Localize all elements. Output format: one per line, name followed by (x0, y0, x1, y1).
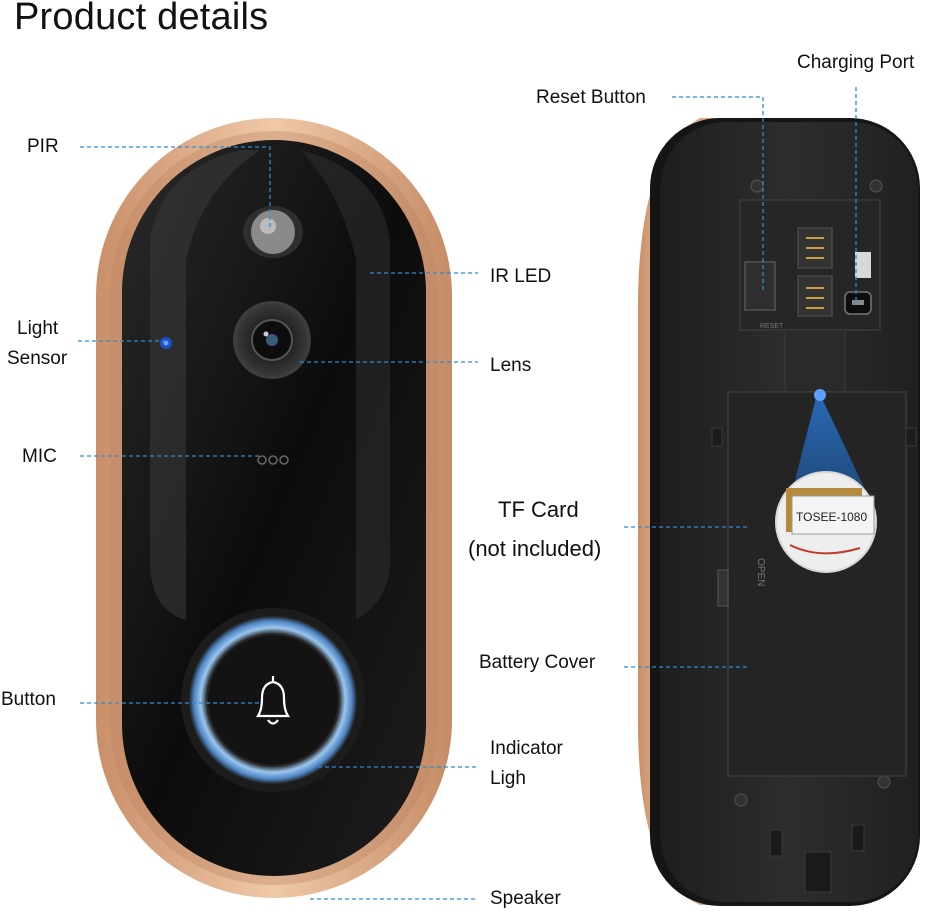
label-light-sensor-2: Sensor (7, 348, 67, 370)
label-charging-port: Charging Port (797, 52, 914, 74)
label-ir-led: IR LED (490, 266, 551, 288)
label-indicator-2: Ligh (490, 768, 526, 790)
label-indicator-1: Indicator (490, 738, 563, 760)
svg-text:TOSEE-1080: TOSEE-1080 (796, 510, 867, 524)
label-tf-card-2: (not included) (468, 530, 601, 568)
svg-text:OPEN: OPEN (755, 558, 766, 586)
back-doorbell: RESET OPEN TOSEE-1080 (638, 118, 920, 906)
label-pir: PIR (27, 136, 59, 158)
label-button: Button (1, 689, 56, 711)
label-speaker: Speaker (490, 888, 561, 910)
label-battery-cover: Battery Cover (479, 652, 595, 674)
svg-text:RESET: RESET (760, 323, 784, 330)
label-tf-card-1: TF Card (498, 491, 579, 529)
label-lens: Lens (490, 355, 531, 377)
front-doorbell (96, 118, 452, 898)
reset-button-icon (745, 262, 775, 310)
label-mic: MIC (22, 446, 57, 468)
label-reset-button: Reset Button (536, 87, 646, 109)
label-light-sensor-1: Light (17, 318, 58, 340)
